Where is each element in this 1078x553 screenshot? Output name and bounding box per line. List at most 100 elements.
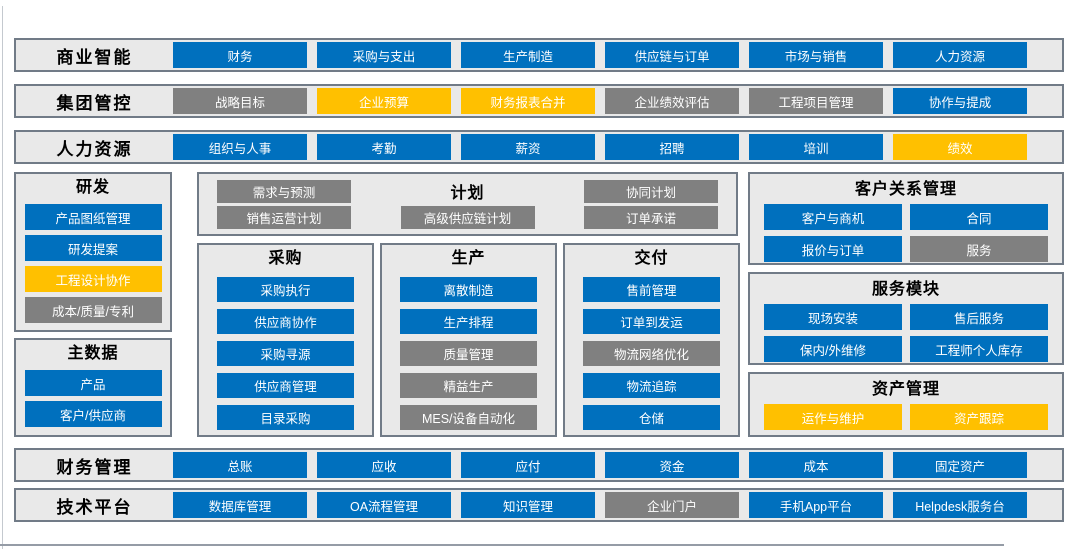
module-button[interactable]: 物流追踪 xyxy=(583,373,720,398)
section-planning: 需求与预测 计划 协同计划 销售运营计划 高级供应链计划 订单承诺 xyxy=(197,172,738,236)
module-button[interactable]: 供应商管理 xyxy=(217,373,354,398)
crm-grid: 客户与商机 合同 报价与订单 服务 xyxy=(764,204,1048,262)
band-technology-platform: 技术平台 数据库管理 OA流程管理 知识管理 企业门户 手机App平台 Help… xyxy=(14,488,1064,522)
module-button[interactable]: 考勤 xyxy=(317,134,451,160)
module-button[interactable]: 薪资 xyxy=(461,134,595,160)
band-buttons: 总账 应收 应付 资金 成本 固定资产 xyxy=(173,452,1027,478)
module-button[interactable]: 工程设计协作 xyxy=(24,266,162,292)
module-button[interactable]: 报价与订单 xyxy=(764,236,902,262)
module-button[interactable]: 订单承诺 xyxy=(584,206,718,229)
module-button[interactable]: 运作与维护 xyxy=(764,404,902,430)
section-title: 服务模块 xyxy=(871,281,940,298)
module-button[interactable]: 物流网络优化 xyxy=(583,341,720,366)
section-delivery: 交付 售前管理 订单到发运 物流网络优化 物流追踪 仓储 xyxy=(563,243,740,437)
module-button[interactable]: 客户/供应商 xyxy=(24,401,162,427)
module-button[interactable]: Helpdesk服务台 xyxy=(893,492,1027,518)
module-button[interactable]: 组织与人事 xyxy=(173,134,307,160)
module-button[interactable]: 高级供应链计划 xyxy=(400,206,535,229)
module-button[interactable]: 资金 xyxy=(605,452,739,478)
module-button[interactable]: 采购与支出 xyxy=(317,42,451,68)
section-title: 交付 xyxy=(634,250,669,267)
band-financial-management: 财务管理 总账 应收 应付 资金 成本 固定资产 xyxy=(14,448,1064,482)
module-button[interactable]: 生产制造 xyxy=(461,42,595,68)
module-button[interactable]: 培训 xyxy=(749,134,883,160)
band-buttons: 战略目标 企业预算 财务报表合并 企业绩效评估 工程项目管理 协作与提成 xyxy=(173,88,1027,114)
section-crm: 客户关系管理 客户与商机 合同 报价与订单 服务 xyxy=(748,172,1064,265)
module-button[interactable]: 供应商协作 xyxy=(217,309,354,334)
module-button[interactable]: 供应链与订单 xyxy=(605,42,739,68)
module-button[interactable]: 工程项目管理 xyxy=(749,88,883,114)
section-title: 主数据 xyxy=(67,345,119,362)
module-button[interactable]: 仓储 xyxy=(583,405,720,430)
band-group-control: 集团管控 战略目标 企业预算 财务报表合并 企业绩效评估 工程项目管理 协作与提… xyxy=(14,84,1064,118)
module-button[interactable]: 知识管理 xyxy=(461,492,595,518)
module-button[interactable]: 研发提案 xyxy=(24,235,162,261)
section-master-data: 主数据 产品 客户/供应商 xyxy=(14,338,172,437)
module-button[interactable]: MES/设备自动化 xyxy=(400,405,537,430)
band-buttons: 组织与人事 考勤 薪资 招聘 培训 绩效 xyxy=(173,134,1027,160)
module-button[interactable]: 合同 xyxy=(910,204,1048,230)
section-title: 采购 xyxy=(268,250,303,267)
module-button[interactable]: 保内/外维修 xyxy=(764,336,902,362)
module-button[interactable]: 精益生产 xyxy=(400,373,537,398)
section-service-modules: 服务模块 现场安装 售后服务 保内/外维修 工程师个人库存 xyxy=(748,272,1064,365)
band-label: 人力资源 xyxy=(56,139,133,159)
section-production: 生产 离散制造 生产排程 质量管理 精益生产 MES/设备自动化 xyxy=(380,243,557,437)
module-button[interactable]: 财务报表合并 xyxy=(461,88,595,114)
module-button[interactable]: 售后服务 xyxy=(910,304,1048,330)
band-label: 技术平台 xyxy=(56,497,133,517)
module-button[interactable]: 数据库管理 xyxy=(173,492,307,518)
module-button[interactable]: 绩效 xyxy=(893,134,1027,160)
module-button[interactable]: 总账 xyxy=(173,452,307,478)
band-label: 集团管控 xyxy=(56,93,133,113)
module-button[interactable]: 企业预算 xyxy=(317,88,451,114)
module-button[interactable]: 产品图纸管理 xyxy=(24,204,162,230)
module-button[interactable]: 协作与提成 xyxy=(893,88,1027,114)
module-button[interactable]: 应收 xyxy=(317,452,451,478)
section-rnd: 研发 产品图纸管理 研发提案 工程设计协作 成本/质量/专利 xyxy=(14,172,172,332)
module-button[interactable]: 需求与预测 xyxy=(217,179,351,203)
band-buttons: 财务 采购与支出 生产制造 供应链与订单 市场与销售 人力资源 xyxy=(173,42,1027,68)
section-title: 生产 xyxy=(451,250,486,267)
module-button[interactable]: 销售运营计划 xyxy=(217,206,351,229)
module-button[interactable]: 客户与商机 xyxy=(764,204,902,230)
module-button[interactable]: 采购寻源 xyxy=(217,341,354,366)
section-title: 研发 xyxy=(75,179,110,196)
module-button[interactable]: 订单到发运 xyxy=(583,309,720,334)
service-grid: 现场安装 售后服务 保内/外维修 工程师个人库存 xyxy=(764,304,1048,362)
module-button[interactable]: 服务 xyxy=(910,236,1048,262)
module-button[interactable]: 协同计划 xyxy=(584,179,718,203)
module-button[interactable]: 售前管理 xyxy=(583,277,720,302)
module-button[interactable]: 资产跟踪 xyxy=(910,404,1048,430)
module-button[interactable]: 战略目标 xyxy=(173,88,307,114)
module-button[interactable]: 应付 xyxy=(461,452,595,478)
module-button[interactable]: 财务 xyxy=(173,42,307,68)
module-button[interactable]: 招聘 xyxy=(605,134,739,160)
module-button[interactable]: 采购执行 xyxy=(217,277,354,302)
module-button[interactable]: 离散制造 xyxy=(400,277,537,302)
assets-grid: 运作与维护 资产跟踪 xyxy=(764,404,1048,430)
page-border-left xyxy=(2,6,3,549)
module-button[interactable]: 质量管理 xyxy=(400,341,537,366)
band-human-resources: 人力资源 组织与人事 考勤 薪资 招聘 培训 绩效 xyxy=(14,130,1064,164)
module-button[interactable]: 目录采购 xyxy=(217,405,354,430)
section-title: 客户关系管理 xyxy=(854,181,957,198)
module-button[interactable]: 成本 xyxy=(749,452,883,478)
band-business-intelligence: 商业智能 财务 采购与支出 生产制造 供应链与订单 市场与销售 人力资源 xyxy=(14,38,1064,72)
module-button[interactable]: 产品 xyxy=(24,370,162,396)
band-label: 财务管理 xyxy=(56,457,133,477)
module-button[interactable]: 市场与销售 xyxy=(749,42,883,68)
page-border-bottom xyxy=(0,544,1004,546)
module-button[interactable]: 现场安装 xyxy=(764,304,902,330)
module-button[interactable]: 人力资源 xyxy=(893,42,1027,68)
module-button[interactable]: OA流程管理 xyxy=(317,492,451,518)
module-button[interactable]: 企业门户 xyxy=(605,492,739,518)
module-button[interactable]: 工程师个人库存 xyxy=(910,336,1048,362)
module-button[interactable]: 企业绩效评估 xyxy=(605,88,739,114)
module-button[interactable]: 手机App平台 xyxy=(749,492,883,518)
module-button[interactable]: 固定资产 xyxy=(893,452,1027,478)
module-button[interactable]: 生产排程 xyxy=(400,309,537,334)
planning-row: 销售运营计划 高级供应链计划 订单承诺 xyxy=(217,206,718,229)
section-procurement: 采购 采购执行 供应商协作 采购寻源 供应商管理 目录采购 xyxy=(197,243,374,437)
module-button[interactable]: 成本/质量/专利 xyxy=(24,297,162,323)
